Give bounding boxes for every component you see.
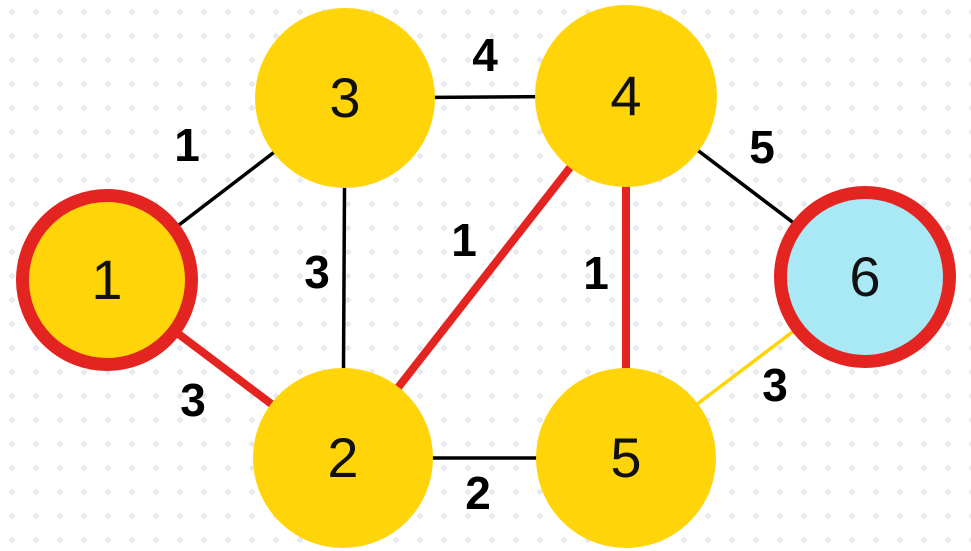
edge-weight-4-5: 1 — [583, 247, 609, 299]
edge-weight-2-5: 2 — [465, 467, 491, 519]
edge-weight-1-2: 3 — [180, 374, 206, 426]
node-5[interactable]: 5 — [536, 368, 716, 548]
node-4[interactable]: 4 — [535, 5, 717, 187]
edge-weight-3-4: 4 — [472, 29, 498, 81]
edge-weight-2-4: 1 — [451, 214, 477, 266]
node-label-2: 2 — [327, 426, 359, 489]
node-label-1: 1 — [91, 248, 123, 311]
edge-weight-3-2: 3 — [304, 246, 330, 298]
node-label-3: 3 — [329, 66, 361, 129]
node-label-6: 6 — [849, 245, 881, 308]
node-3[interactable]: 3 — [255, 8, 435, 188]
edge-weight-4-6: 5 — [749, 121, 775, 173]
edge-weight-1-3: 1 — [174, 119, 200, 171]
node-1[interactable]: 1 — [16, 189, 198, 371]
edge-weight-5-6: 3 — [762, 359, 788, 411]
node-6[interactable]: 6 — [774, 186, 956, 368]
node-label-4: 4 — [610, 64, 642, 127]
node-label-5: 5 — [610, 426, 642, 489]
node-2[interactable]: 2 — [253, 368, 433, 548]
